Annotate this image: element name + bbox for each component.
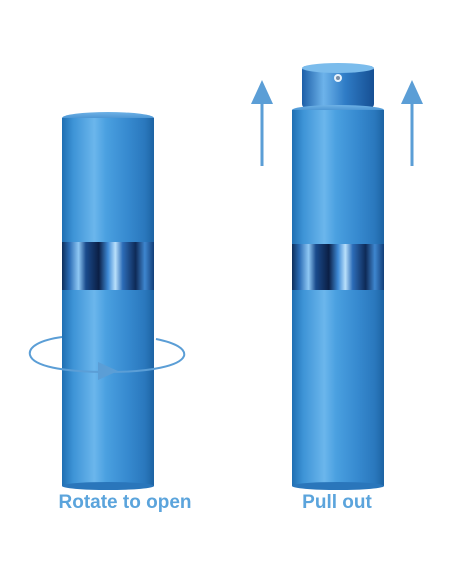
atomizer-open [292,63,384,490]
atomizer-closed [62,112,154,490]
up-arrow-icon [251,80,273,166]
caption-rotate-to-open: Rotate to open [58,492,192,513]
up-arrow-icon [401,80,423,166]
rotate-arrow-icon [28,336,186,380]
caption-pull-out: Pull out [302,492,372,513]
